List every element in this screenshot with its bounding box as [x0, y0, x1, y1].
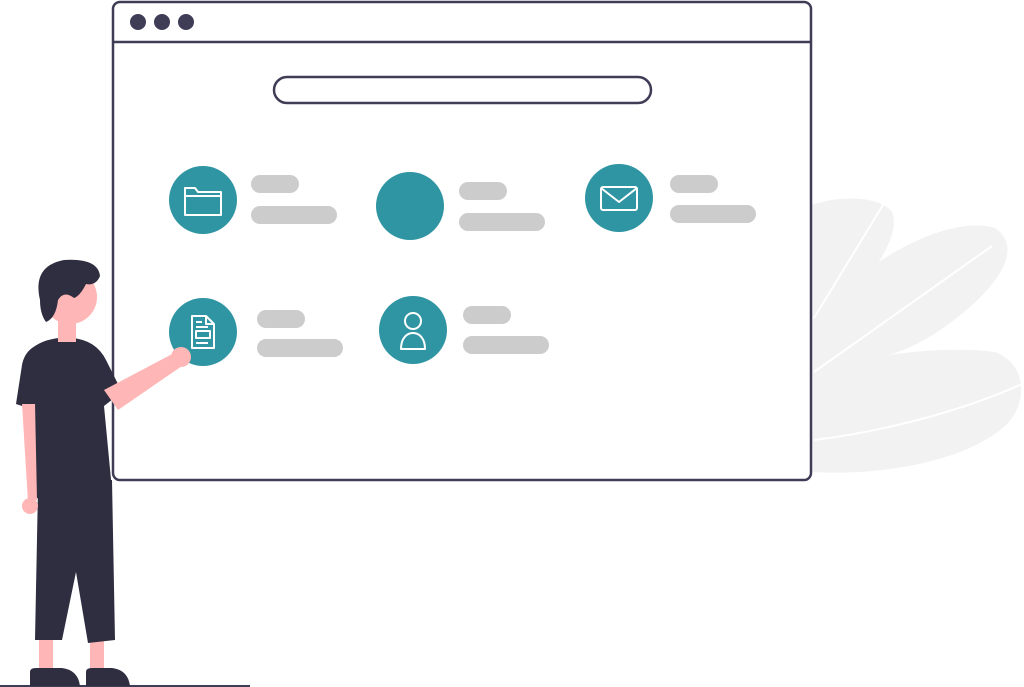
tile-circle[interactable] — [376, 172, 444, 240]
skeleton-line — [670, 205, 756, 223]
tile-user[interactable] — [379, 296, 549, 364]
tile-folder[interactable] — [169, 166, 337, 234]
window-minimize-dot[interactable] — [154, 14, 170, 30]
skeleton-line — [251, 206, 337, 224]
skeleton-line — [257, 339, 343, 357]
skeleton-line — [463, 336, 549, 354]
skeleton-title — [251, 175, 299, 193]
skeleton-title — [463, 306, 511, 324]
mail-icon — [600, 186, 638, 211]
skeleton-title — [670, 175, 718, 193]
user-icon — [400, 312, 426, 350]
tile-circle[interactable] — [169, 166, 237, 234]
skeleton-line — [459, 213, 545, 231]
tile-blank[interactable] — [376, 172, 545, 240]
leaf-decoration — [812, 198, 1023, 473]
tile-mail[interactable] — [585, 164, 756, 232]
folder-icon — [184, 187, 222, 216]
search-input[interactable] — [272, 75, 653, 105]
person-illustration — [0, 259, 250, 687]
skeleton-title — [459, 182, 507, 200]
document-icon — [191, 315, 215, 349]
skeleton-title — [257, 310, 305, 328]
window-close-dot[interactable] — [130, 14, 146, 30]
tile-circle[interactable] — [585, 164, 653, 232]
browser-window — [111, 0, 813, 482]
window-maximize-dot[interactable] — [178, 14, 194, 30]
